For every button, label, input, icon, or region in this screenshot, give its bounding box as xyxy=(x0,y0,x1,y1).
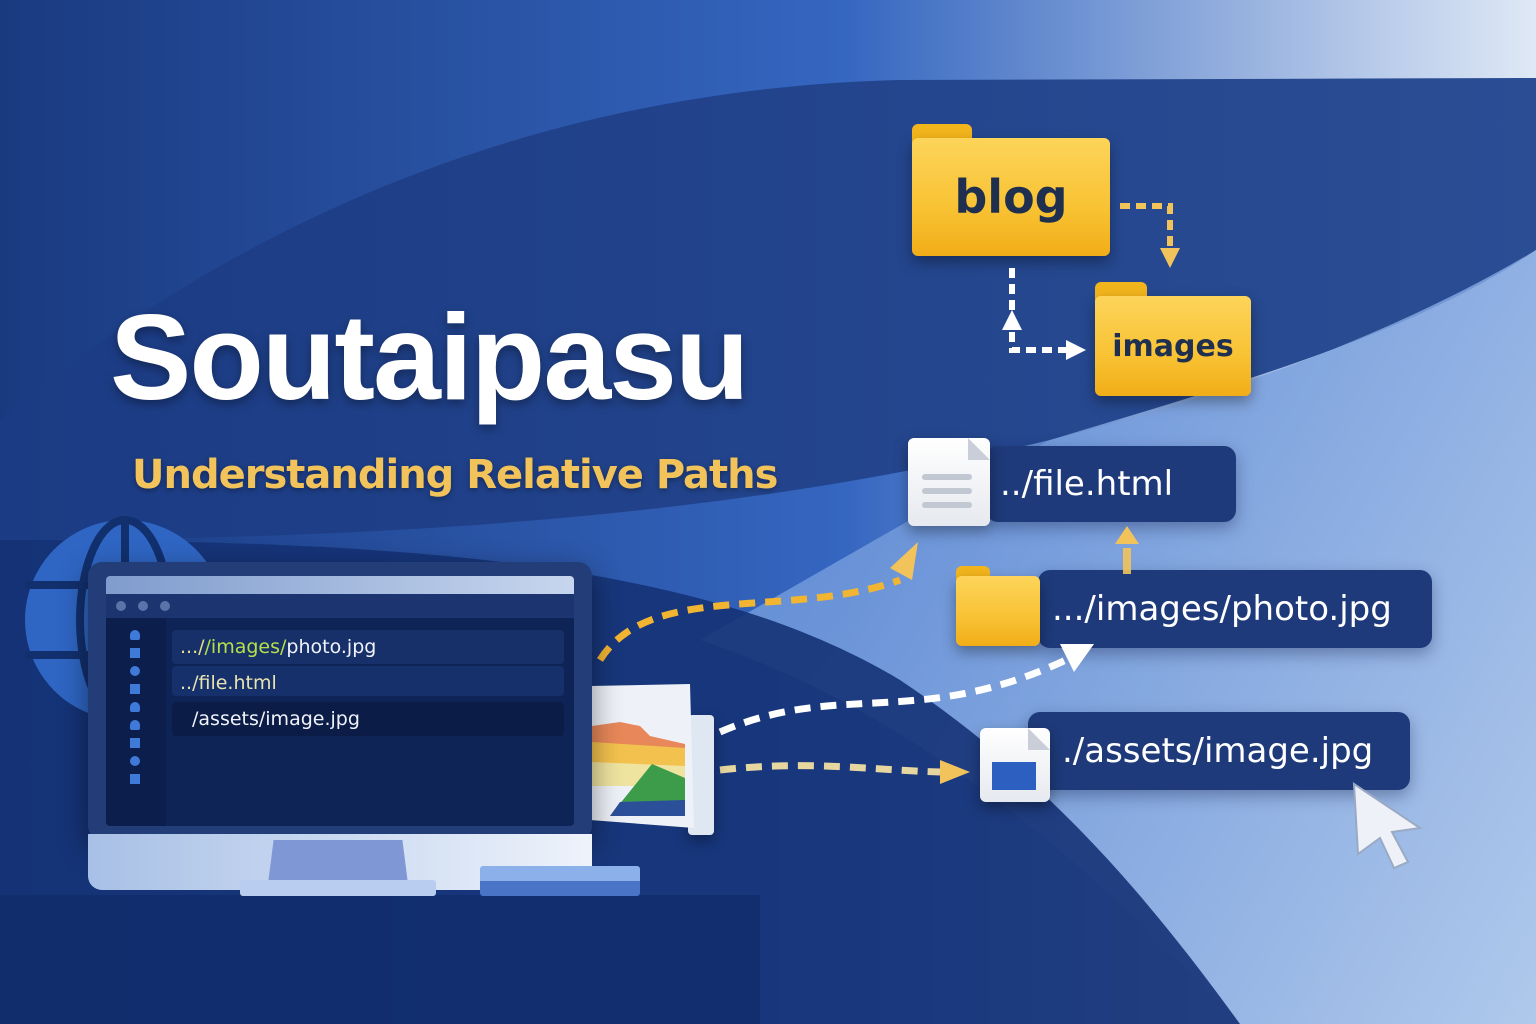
code-line-3: /assets/image.jpg xyxy=(192,708,360,730)
arrow-up-icon xyxy=(1115,526,1139,574)
path-label: .../images/photo.jpg xyxy=(1052,589,1392,629)
window-control-icon[interactable] xyxy=(116,601,126,611)
document-icon xyxy=(908,438,990,526)
window-control-icon[interactable] xyxy=(138,601,148,611)
code-editor: ...//images/photo.jpg ../file.html /asse… xyxy=(106,576,574,826)
folder-blog: blog xyxy=(912,124,1110,256)
code-line-1: ...//images/photo.jpg xyxy=(180,636,377,658)
monitor: ...//images/photo.jpg ../file.html /asse… xyxy=(88,562,592,890)
mouse-cursor-icon xyxy=(1352,782,1423,870)
folder-blog-label: blog xyxy=(912,138,1110,256)
path-label: ../file.html xyxy=(1000,464,1174,504)
editor-gutter xyxy=(106,618,166,826)
folder-icon xyxy=(956,566,1040,646)
window-control-icon[interactable] xyxy=(160,601,170,611)
path-file-html[interactable]: ../file.html xyxy=(986,446,1236,522)
code-line-2: ../file.html xyxy=(180,672,277,694)
folder-arrows xyxy=(1002,203,1180,360)
keyboard xyxy=(480,866,640,896)
path-label: ./assets/image.jpg xyxy=(1062,731,1374,771)
path-assets-image[interactable]: ./assets/image.jpg xyxy=(1028,712,1410,790)
page-title: Soutaipasu xyxy=(110,289,750,425)
page-subtitle: Understanding Relative Paths xyxy=(132,452,778,498)
folder-images-label: images xyxy=(1095,296,1251,396)
connection-arrows xyxy=(597,542,1094,784)
editor-toolbar xyxy=(106,594,574,618)
folder-images: images xyxy=(1095,282,1251,396)
monitor-stand xyxy=(268,840,408,884)
window-titlebar xyxy=(106,576,574,594)
monitor-base xyxy=(240,880,436,896)
chart-card-icon xyxy=(590,684,694,828)
path-images-photo[interactable]: .../images/photo.jpg xyxy=(1038,570,1432,648)
image-file-icon xyxy=(980,728,1050,802)
